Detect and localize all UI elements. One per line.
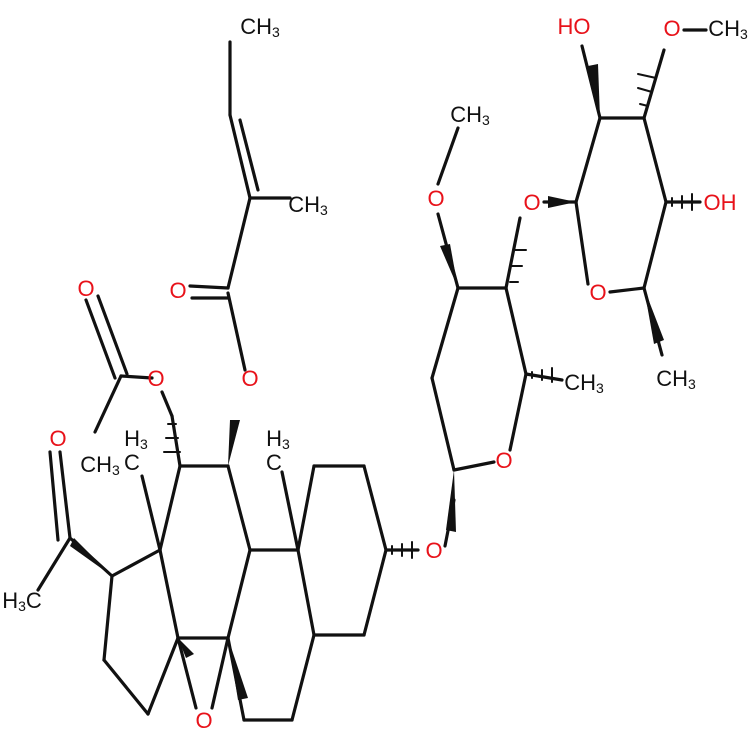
bond-lines — [36, 28, 708, 722]
h3c-ketone-label: H3C — [2, 588, 42, 614]
o-sugar1-methoxy-label: O — [427, 186, 444, 211]
ch3-sugar2-methoxy-label: CH3 — [708, 16, 748, 42]
c13-methyl-h3-label: H3 — [124, 426, 148, 452]
oh-sugar2-right-label: OH — [704, 190, 737, 215]
o-sugar2-ring-label: O — [589, 280, 606, 305]
o-epoxide-label: O — [195, 708, 212, 733]
o-acetate-carbonyl-label: O — [77, 276, 94, 301]
ho-sugar2-top-label: HO — [558, 14, 591, 39]
ch3-tiglate-top-label: CH3 — [240, 14, 280, 40]
stereo-bonds — [70, 64, 664, 700]
ch3-sugar2-c6-label: CH3 — [656, 366, 696, 392]
o-sugar1-ring-label: O — [495, 448, 512, 473]
c10-methyl-h3-label: H3 — [266, 426, 290, 452]
ch3-sugar1-methoxy-label: CH3 — [450, 102, 490, 128]
o-interglycosidic-label: O — [523, 190, 540, 215]
o-tiglate-carbonyl-label: O — [169, 278, 186, 303]
o-glycoside-link-label: O — [425, 538, 442, 563]
ch3-tiglate-side-label: CH3 — [288, 192, 328, 218]
c13-methyl-c-label: C — [124, 450, 140, 475]
o-tiglate-ester-label: O — [241, 366, 258, 391]
o-acetate-ester-label: O — [147, 366, 164, 391]
ch3-acetate-label: CH3 — [80, 452, 120, 478]
o-ketone-label: O — [49, 426, 66, 451]
hash-bonds — [163, 73, 693, 559]
ch3-sugar1-c6-label: CH3 — [564, 370, 604, 396]
o-sugar2-methoxy-label: O — [663, 16, 680, 41]
c10-methyl-c-label: C — [266, 450, 282, 475]
